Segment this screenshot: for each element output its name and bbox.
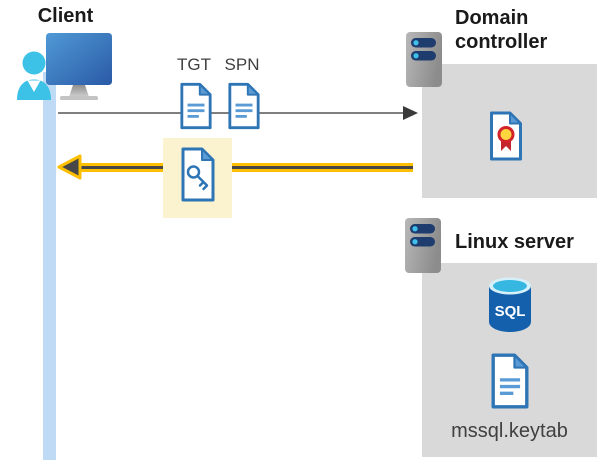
domain-controller-server-icon [406, 32, 442, 87]
request-arrowhead-right-icon [403, 106, 418, 120]
certificate-icon [490, 111, 522, 161]
client-user-monitor-icon [17, 33, 112, 100]
tgt-ticket-label: TGT [177, 55, 211, 74]
linux-server-rack-icon [405, 218, 441, 273]
key-document-icon [181, 147, 215, 202]
response-arrowhead-left-icon [57, 154, 82, 180]
client-lifeline [43, 72, 56, 460]
spn-ticket-label: SPN [224, 55, 260, 74]
client-title: Client [37, 5, 94, 27]
response-arrow-line [70, 163, 413, 172]
domain-controller-title: Domain controller [455, 7, 548, 53]
tgt-document-icon [180, 82, 212, 130]
keytab-file-label: mssql.keytab [451, 420, 568, 442]
sql-database-icon: SQL [489, 277, 531, 332]
linux-server-title: Linux server [455, 231, 574, 253]
spn-document-icon [228, 82, 260, 130]
sql-icon-text: SQL [495, 303, 526, 320]
keytab-document-icon [491, 353, 529, 409]
